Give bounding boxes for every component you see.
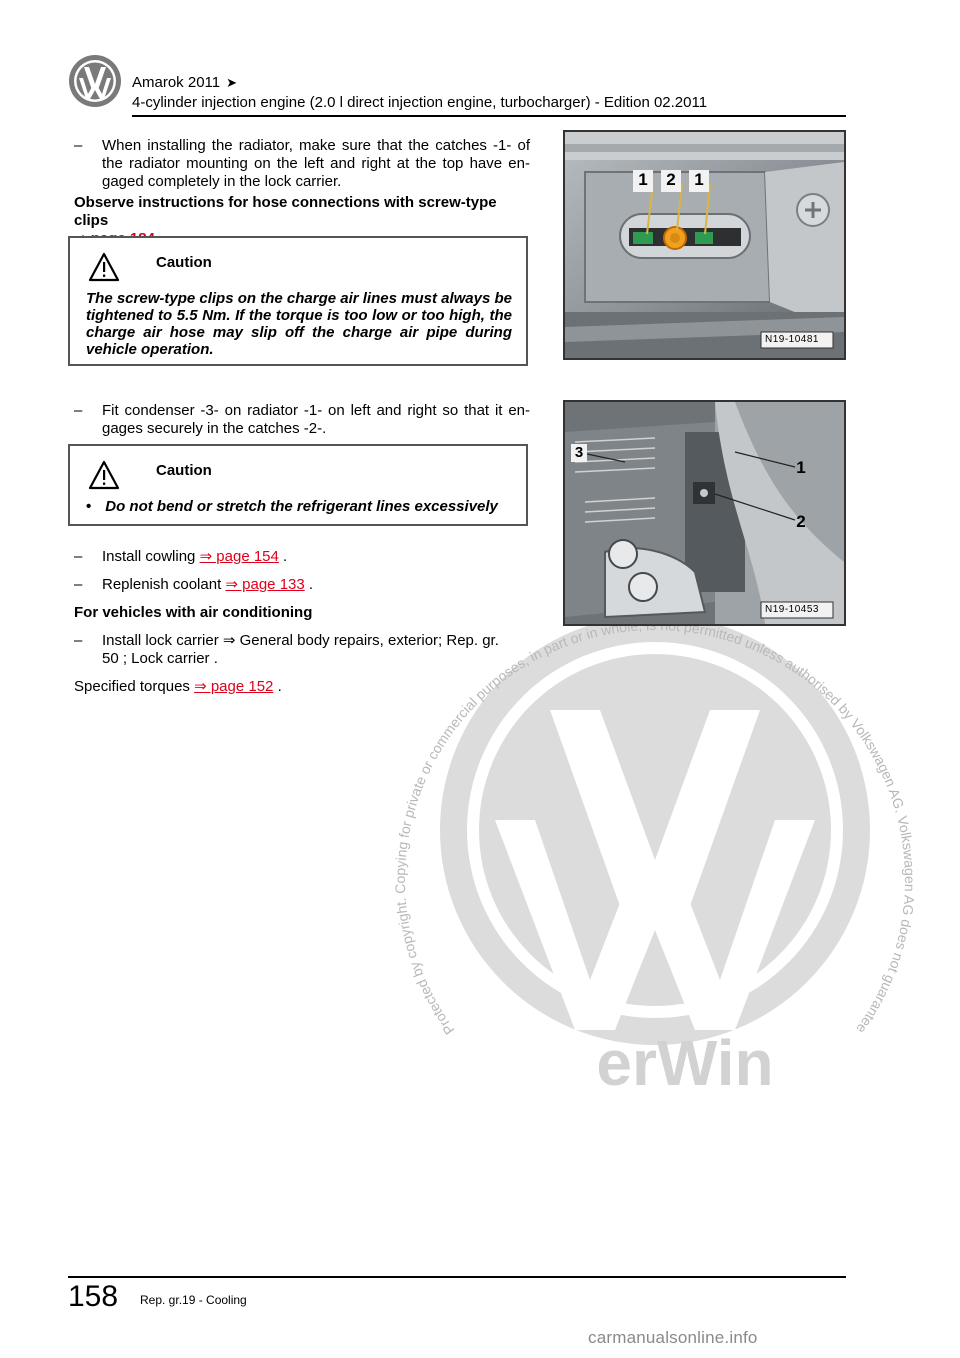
caution-body: •Do not bend or stretch the refrigerant … — [86, 498, 498, 515]
figure-code: N19-10481 — [765, 334, 819, 345]
caution-box-refrigerant: Caution •Do not bend or stretch the refr… — [68, 444, 528, 526]
footer-section: Rep. gr.19 - Cooling — [140, 1293, 247, 1307]
header-model: Amarok 2011➤ — [132, 74, 238, 91]
callout-label: 2 — [796, 512, 806, 531]
footer-divider — [68, 1276, 846, 1278]
page-number: 158 — [68, 1280, 119, 1313]
callout-label: 3 — [571, 444, 587, 462]
callout-label: 1 — [689, 170, 709, 192]
link-page-154[interactable]: ⇒ page 154 — [199, 548, 279, 565]
bullet: • — [86, 498, 92, 515]
warning-triangle-icon — [88, 460, 120, 490]
figure-code: N19-10453 — [765, 604, 819, 615]
vw-watermark: Protected by copyright. Copying for priv… — [385, 560, 918, 1099]
callout-label: 2 — [661, 170, 681, 192]
callout-label: 1 — [796, 458, 806, 477]
caution-title: Caution — [156, 254, 212, 271]
link-page-133[interactable]: ⇒ page 133 — [225, 576, 305, 593]
warning-triangle-icon — [88, 252, 120, 282]
site-watermark: carmanualsonline.info — [588, 1328, 758, 1347]
photo-condenser-drawing — [565, 402, 844, 624]
watermark-brand: erWin — [596, 1027, 773, 1099]
header-divider — [132, 115, 846, 117]
specified-torques: Specified torques ⇒ page 152 . — [74, 678, 282, 695]
callout-label: 1 — [633, 170, 653, 192]
ac-heading: For vehicles with air conditioning — [74, 604, 313, 621]
photo-radiator-catches: 1 2 1 N19-10481 — [563, 130, 846, 360]
link-page-152[interactable]: ⇒ page 152 — [194, 678, 274, 695]
caution-title: Caution — [156, 462, 212, 479]
photo-radiator-drawing — [565, 132, 844, 358]
caution-body: The screw-type clips on the charge air l… — [86, 290, 512, 358]
header-description: 4-cylinder injection engine (2.0 l direc… — [132, 94, 708, 111]
arrow-right-icon: ➤ — [226, 75, 238, 90]
step-install-lock-carrier: – Install lock carrier ⇒ General body re… — [74, 632, 499, 667]
caution-box-charge-air: Caution The screw-type clips on the char… — [68, 236, 528, 366]
photo-condenser: 3 1 2 N19-10453 — [563, 400, 846, 626]
vw-logo-icon — [69, 55, 121, 107]
